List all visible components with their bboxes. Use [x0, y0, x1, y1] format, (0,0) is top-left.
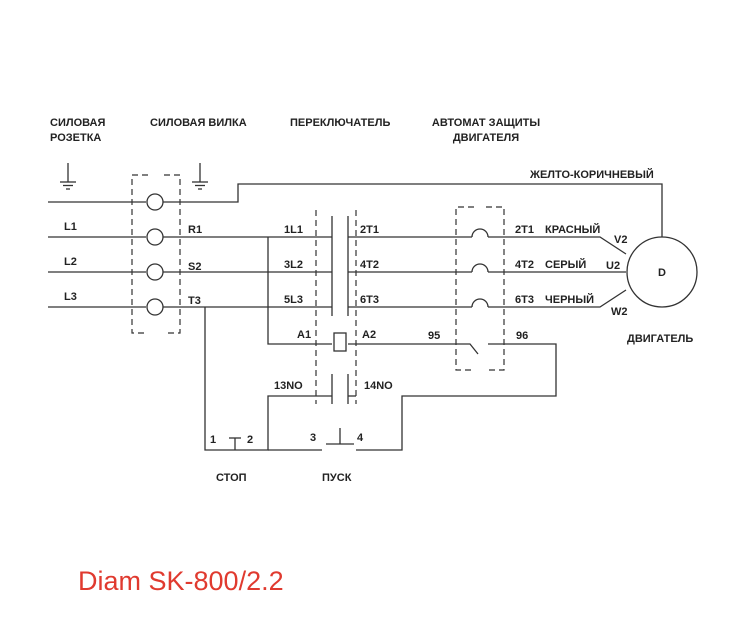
outlet-header-line1: СИЛОВАЯ [50, 117, 105, 129]
plug-housing [131, 174, 181, 334]
stop-button: 1 2 СТОП [210, 434, 253, 484]
start-label: ПУСК [322, 472, 352, 484]
line-labels: L1 L2 L3 R1 S2 T3 [64, 221, 202, 307]
stop-terminal-2: 2 [247, 434, 253, 446]
headers: СИЛОВАЯ РОЗЕТКА СИЛОВАЯ ВИЛКА ПЕРЕКЛЮЧАТ… [50, 117, 540, 144]
breaker-aux-95: 95 [428, 330, 440, 342]
stop-label: СТОП [216, 472, 247, 484]
motor-label: ДВИГАТЕЛЬ [627, 333, 693, 345]
breaker-thermal-l1 [471, 228, 489, 238]
l1-socket-contact [146, 228, 164, 246]
ground-socket-contact [146, 193, 164, 211]
breaker-aux-96: 96 [516, 330, 528, 342]
start-terminal-3: 3 [310, 432, 316, 444]
l2-socket-contact [146, 263, 164, 281]
switch-header: ПЕРЕКЛЮЧАТЕЛЬ [290, 117, 390, 129]
motor-terminal-w2: W2 [611, 306, 628, 318]
contactor-out-2t1: 2T1 [360, 224, 379, 236]
wire-color-black: ЧЕРНЫЙ [545, 293, 594, 306]
motor-terminal-v2: V2 [614, 234, 627, 246]
line-label-l2: L2 [64, 256, 77, 268]
coil-terminal-a2: A2 [362, 329, 376, 341]
stop-terminal-1: 1 [210, 434, 216, 446]
contactor-out-6t3: 6T3 [360, 294, 379, 306]
ground-circuit: ЖЕЛТО-КОРИЧНЕВЫЙ [48, 163, 663, 237]
socket-contacts [146, 193, 164, 316]
contactor-in-1l1: 1L1 [284, 224, 303, 236]
breaker-thermal-l3 [471, 298, 489, 308]
motor: D V2 U2 W2 ДВИГАТЕЛЬ [606, 234, 698, 345]
motor-breaker: 95 96 2T1 4T2 6T3 КРАСНЫЙ СЕРЫЙ ЧЕРНЫЙ [428, 206, 600, 371]
wire-color-red: КРАСНЫЙ [545, 223, 600, 236]
phase-wires [48, 236, 627, 308]
line-label-l1: L1 [64, 221, 77, 233]
contactor-out-4t2: 4T2 [360, 259, 379, 271]
aux-contact-14no: 14NO [364, 380, 393, 392]
coil-terminal-a1: A1 [297, 329, 311, 341]
breaker-terminal-6t3: 6T3 [515, 294, 534, 306]
model-name: Diam SK-800/2.2 [78, 566, 284, 596]
motor-symbol [626, 236, 698, 308]
plug-terminal-r1: R1 [188, 224, 202, 236]
outlet-header-line2: РОЗЕТКА [50, 132, 101, 144]
contactor-in-3l2: 3L2 [284, 259, 303, 271]
plug-header: СИЛОВАЯ ВИЛКА [150, 117, 247, 129]
ground-wire-label: ЖЕЛТО-КОРИЧНЕВЫЙ [529, 168, 654, 181]
start-button: 3 4 ПУСК [310, 428, 364, 484]
contactor-coil [333, 332, 347, 352]
contactor: 1L1 3L2 5L3 2T1 4T2 6T3 A1 A2 13NO 14NO [274, 210, 393, 404]
line-label-l3: L3 [64, 291, 77, 303]
plug-terminal-t3: T3 [188, 295, 201, 307]
motor-terminal-u2: U2 [606, 260, 620, 272]
breaker-terminal-2t1: 2T1 [515, 224, 534, 236]
wire-color-grey: СЕРЫЙ [545, 258, 586, 271]
start-terminal-4: 4 [357, 432, 364, 444]
motor-letter: D [658, 267, 666, 279]
plug-terminal-s2: S2 [188, 261, 201, 273]
breaker-terminal-4t2: 4T2 [515, 259, 534, 271]
breaker-header-line1: АВТОМАТ ЗАЩИТЫ [432, 117, 540, 129]
control-wires [204, 237, 557, 451]
contactor-in-5l3: 5L3 [284, 294, 303, 306]
breaker-thermal-l2 [471, 263, 489, 273]
aux-contact-13no: 13NO [274, 380, 303, 392]
l3-socket-contact [146, 298, 164, 316]
breaker-header-line2: ДВИГАТЕЛЯ [453, 132, 519, 144]
